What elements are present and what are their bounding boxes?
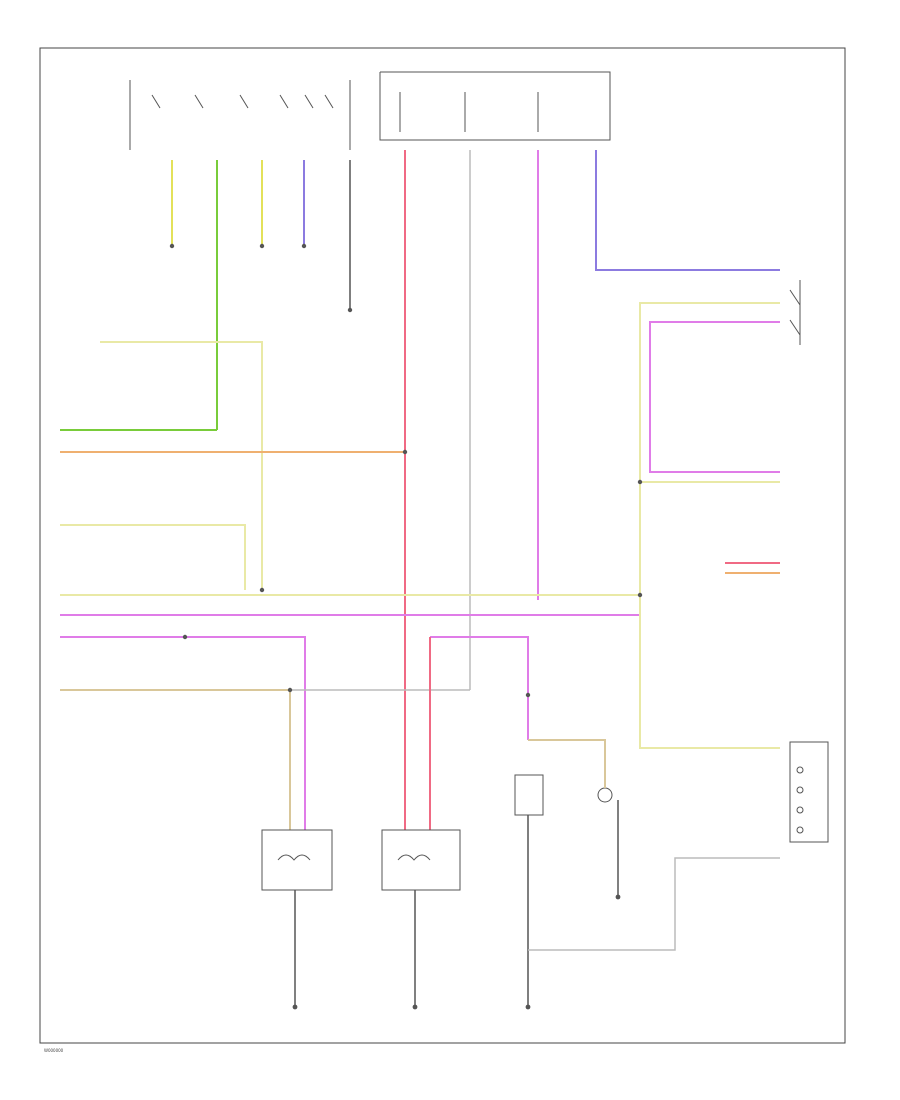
lamp-housing-middle xyxy=(381,829,461,891)
wire-gray-lower-right xyxy=(528,857,780,951)
wire-magenta-right xyxy=(649,321,780,473)
ignition-switch-block xyxy=(129,80,351,150)
bulb-assembly xyxy=(514,739,613,816)
lamp-housing-left xyxy=(261,829,333,891)
wire-yellow-right xyxy=(639,302,780,749)
wire-tan-lower xyxy=(60,689,291,830)
right-switch xyxy=(789,280,801,345)
splice-points xyxy=(182,449,643,698)
diagram-id-code: W000000 xyxy=(44,1048,64,1053)
ground-symbols-top xyxy=(169,243,353,313)
relay-box xyxy=(379,71,611,141)
wire-magenta-lower xyxy=(60,636,306,830)
right-connector-module xyxy=(789,741,829,843)
wire-light-yellow-mid xyxy=(60,524,246,590)
wire-violet-2 xyxy=(595,150,780,271)
wire-light-yellow-upper xyxy=(100,341,263,590)
wire-magenta-lower-right xyxy=(430,636,529,740)
diagram-border xyxy=(39,47,846,1044)
ground-points-bottom xyxy=(292,894,621,1010)
